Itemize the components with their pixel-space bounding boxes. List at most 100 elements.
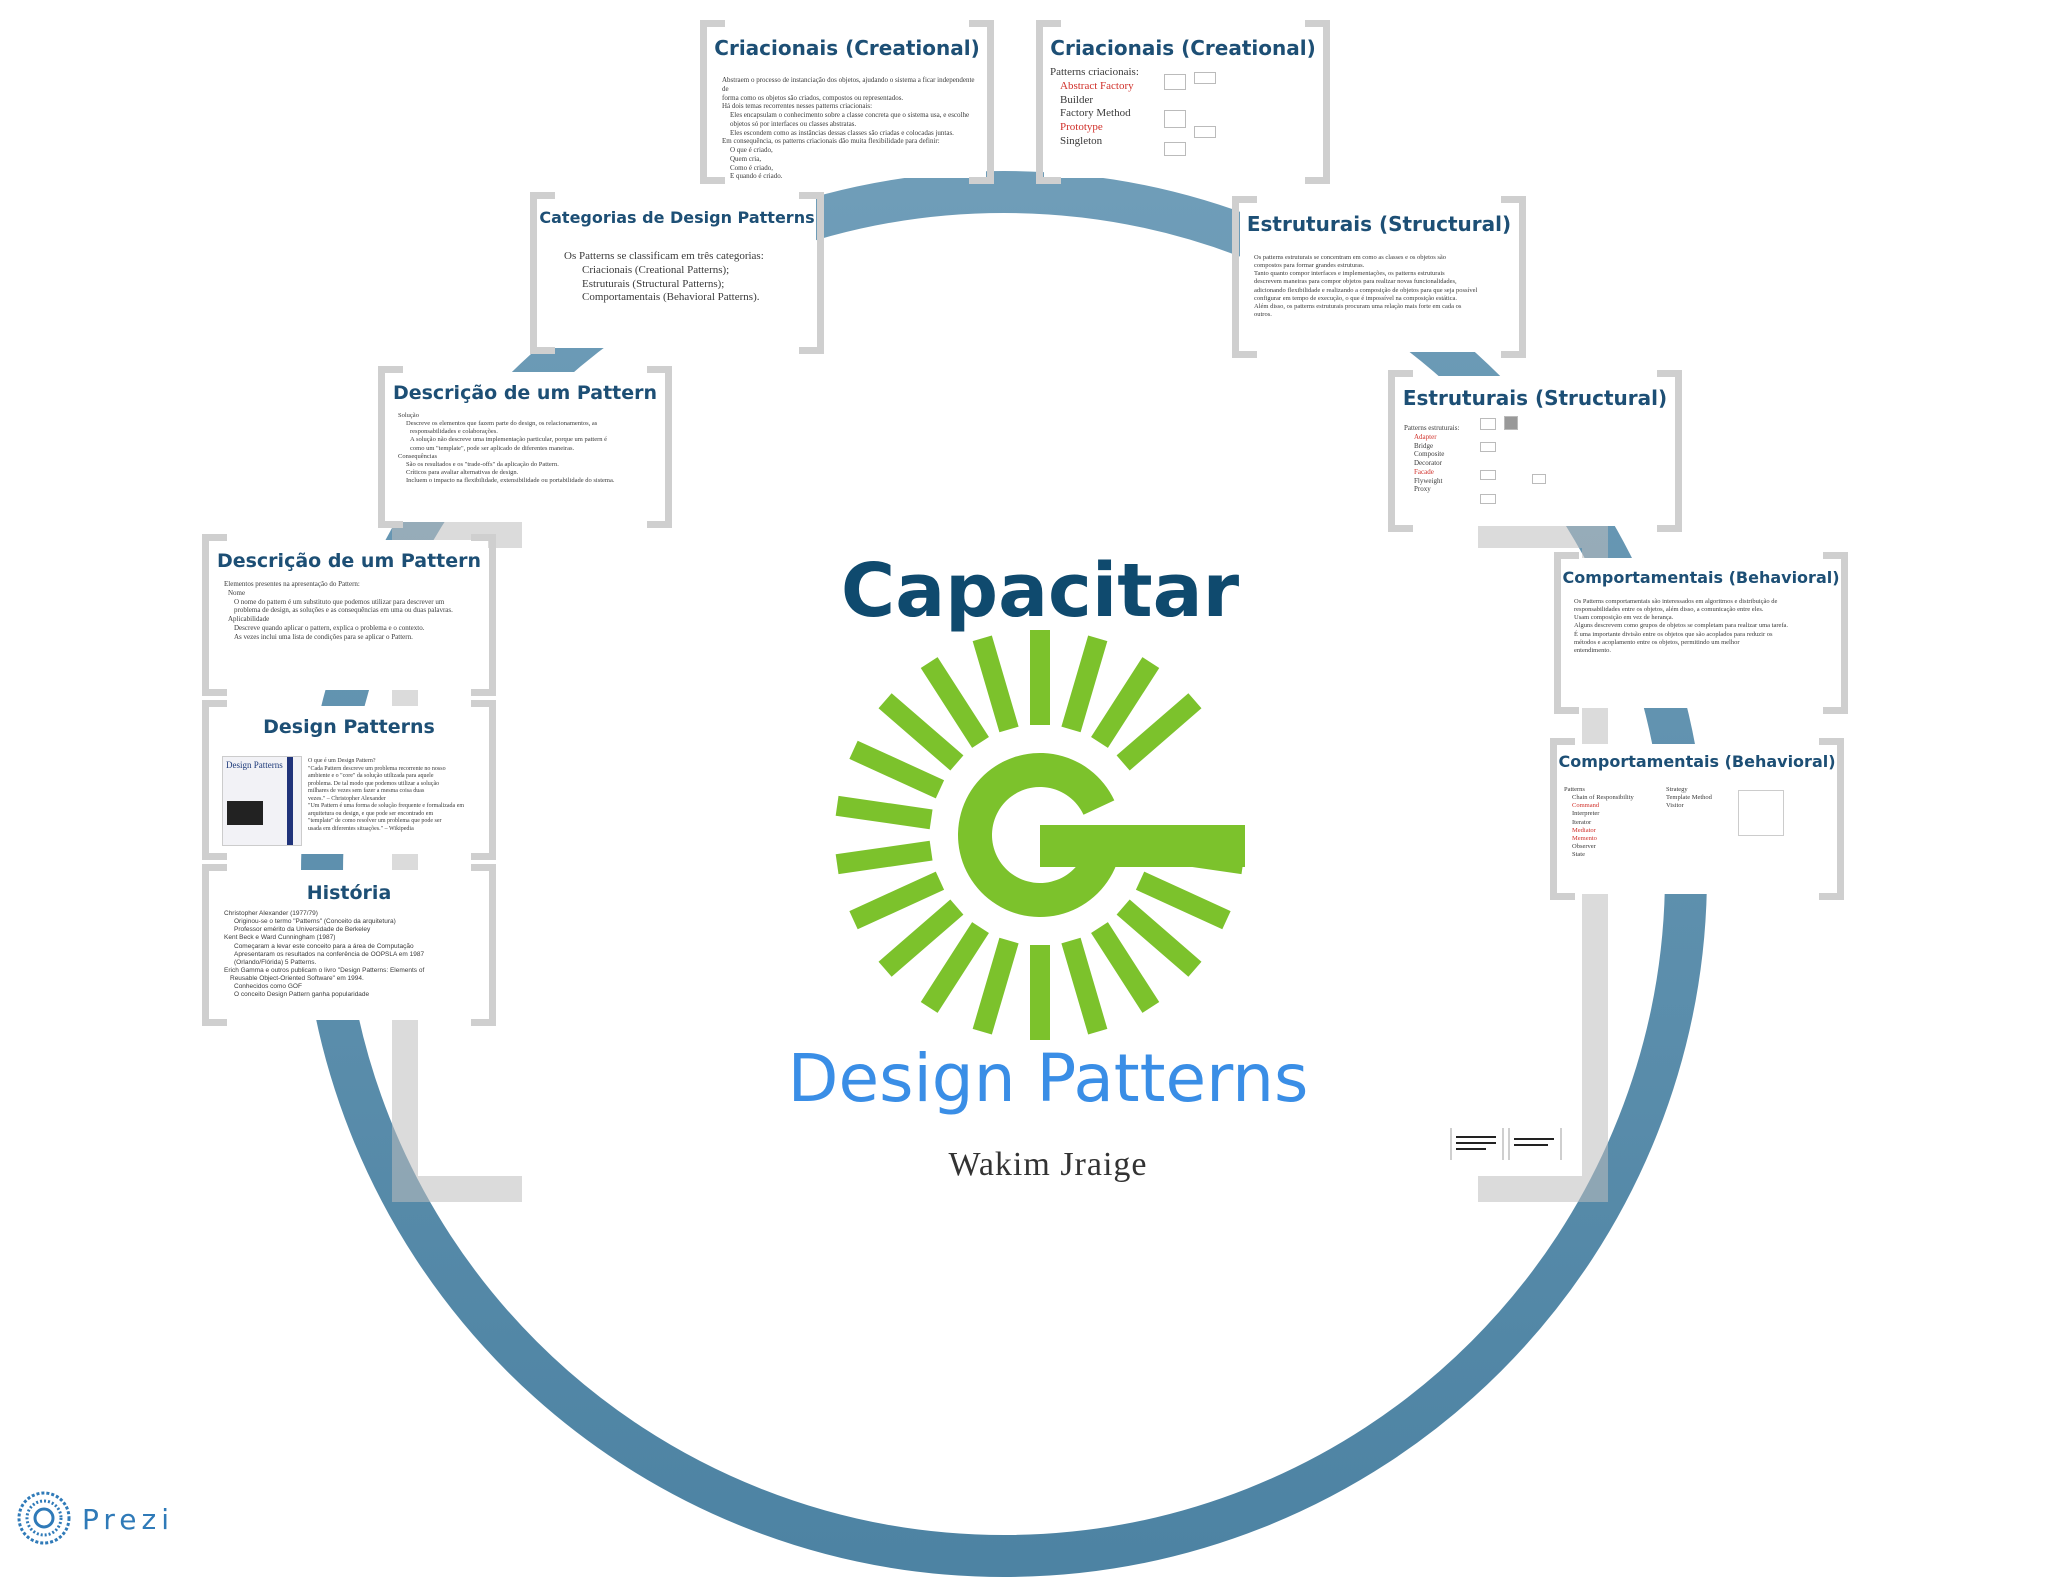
logo-ray (878, 899, 964, 977)
presentation-subtitle: Design Patterns (787, 1040, 1309, 1117)
logo-ray (1116, 899, 1202, 977)
list-item: Prototype (1060, 121, 1103, 133)
capacitar-logo-icon (835, 630, 1245, 1040)
frame-title: Criacionais (Creational) (1050, 36, 1316, 60)
list-item: Adapter (1414, 432, 1437, 441)
frame-comportamentais-text[interactable]: Comportamentais (Behavioral) Os Patterns… (1554, 552, 1848, 714)
list-item: Facade (1414, 467, 1434, 476)
uml-thumbnail (1480, 470, 1496, 480)
list-item: State (1572, 851, 1585, 858)
logo-ray (1061, 937, 1108, 1035)
frame-body: Os patterns estruturais se concentram em… (1254, 254, 1478, 318)
logo-ray (1091, 922, 1160, 1013)
frame-title: Design Patterns (263, 716, 435, 738)
list-item: Estruturais (Structural Patterns); (582, 277, 725, 290)
uml-thumbnail (1194, 72, 1216, 84)
frame-body: Os Patterns se classificam em três categ… (564, 250, 809, 305)
logo-ray (878, 693, 964, 771)
logo-ray (920, 657, 989, 748)
frame-comportamentais-list[interactable]: Comportamentais (Behavioral) Patterns Ch… (1550, 738, 1844, 900)
list-item: Visitor (1666, 802, 1684, 810)
logo-ray (972, 635, 1019, 733)
frame-title: Descrição de um Pattern (392, 382, 658, 404)
uml-thumbnail (1194, 126, 1216, 138)
logo-ray (849, 871, 945, 930)
frame-title: Comportamentais (Behavioral) (1562, 568, 1840, 587)
logo-ray (1030, 630, 1050, 725)
list-item: Iterator (1572, 818, 1592, 826)
frame-descricao-elementos[interactable]: Descrição de um Pattern Elementos presen… (202, 534, 496, 696)
presentation-author: Wakim Jraige (948, 1146, 1148, 1183)
frame-title: Estruturais (Structural) (1402, 386, 1668, 410)
list-item: Chain of Responsibility (1572, 794, 1634, 802)
list-item: Interpreter (1572, 810, 1600, 818)
frame-body: Christopher Alexander (1977/79) Originou… (224, 910, 425, 999)
list-item: Bridge (1414, 441, 1434, 450)
frame-body: Patterns estruturais: Adapter Bridge Com… (1404, 424, 1514, 494)
logo-ray (849, 740, 945, 799)
frame-body: O que é um Design Pattern? "Cada Pattern… (308, 758, 465, 832)
list-item: Flyweight (1414, 476, 1443, 485)
list-item: Command (1572, 802, 1600, 810)
list-item: Template Method (1666, 794, 1712, 802)
logo-ray (835, 840, 933, 875)
uml-thumbnail (1738, 790, 1784, 836)
prezi-logo-icon[interactable] (16, 1490, 72, 1546)
list-item: Builder (1060, 93, 1093, 106)
frame-design-patterns[interactable]: Design Patterns Design Patterns O que é … (202, 700, 496, 860)
logo-ray (1030, 945, 1050, 1040)
uml-thumbnail (1504, 416, 1518, 430)
uml-thumbnail (1480, 442, 1496, 452)
list-item: Strategy (1666, 786, 1688, 793)
frame-historia[interactable]: História Christopher Alexander (1977/79)… (202, 864, 496, 1026)
uml-thumbnail (1480, 494, 1496, 504)
logo-ray (1135, 871, 1231, 930)
mini-slide-thumbnail[interactable] (1450, 1128, 1504, 1160)
uml-thumbnail (1164, 74, 1186, 90)
book-cover-image: Design Patterns (222, 756, 302, 846)
logo-ray (920, 922, 989, 1013)
frame-title: Criacionais (Creational) (714, 36, 980, 60)
frame-categorias[interactable]: Categorias de Design Patterns Os Pattern… (530, 192, 824, 354)
list-item: Criacionais (Creational Patterns); (582, 263, 730, 276)
list-item: Observer (1572, 842, 1596, 850)
list-item: Memento (1572, 834, 1597, 842)
frame-descricao-solucao[interactable]: Descrição de um Pattern Solução Descreve… (378, 366, 672, 528)
frame-title: História (306, 882, 392, 904)
logo-ray (1091, 657, 1160, 748)
list-item: Comportamentais (Behavioral Patterns). (582, 291, 760, 304)
frame-body-right: Strategy Template Method Visitor (1666, 786, 1746, 810)
mini-slide-thumbnail[interactable] (1508, 1128, 1562, 1160)
frame-body: Patterns criacionais: Abstract Factory B… (1050, 66, 1170, 149)
logo-ray (1061, 635, 1108, 733)
frame-title: Categorias de Design Patterns (539, 208, 815, 227)
frame-body: Elementos presentes na apresentação do P… (224, 580, 453, 641)
list-item: Singleton (1060, 134, 1103, 147)
list-item: Proxy (1414, 485, 1431, 494)
list-item: Mediator (1572, 826, 1596, 834)
frame-title: Descrição de um Pattern (216, 550, 482, 572)
list-item: Decorator (1414, 459, 1442, 467)
logo-ray (835, 795, 933, 830)
uml-thumbnail (1532, 474, 1546, 484)
logo-ray (1116, 693, 1202, 771)
presentation-title: Capacitar (840, 548, 1240, 634)
frame-criacionais-text[interactable]: Criacionais (Creational) Abstraem o proc… (700, 20, 994, 184)
frame-body: Patterns Chain of Responsibility Command… (1564, 786, 1664, 859)
list-item: Composite (1414, 450, 1445, 459)
frame-body: Abstraem o processo de instanciação dos … (722, 76, 975, 181)
uml-thumbnail (1480, 418, 1496, 430)
list-item: Factory Method (1060, 107, 1131, 120)
logo-g-arc (958, 753, 1122, 918)
frame-estruturais-text[interactable]: Estruturais (Structural) Os patterns est… (1232, 196, 1526, 358)
frame-body: Solução Descreve os elementos que fazem … (398, 412, 615, 484)
uml-thumbnail (1164, 110, 1186, 128)
frame-estruturais-list[interactable]: Estruturais (Structural) Patterns estrut… (1388, 370, 1682, 532)
frame-title: Estruturais (Structural) (1246, 212, 1512, 236)
frame-body: Os Patterns comportamentais são interess… (1574, 598, 1789, 654)
list-item: Abstract Factory (1060, 79, 1134, 92)
frame-title: Comportamentais (Behavioral) (1558, 752, 1836, 771)
prezi-brand-label[interactable]: Prezi (82, 1503, 174, 1536)
frame-criacionais-list[interactable]: Criacionais (Creational) Patterns criaci… (1036, 20, 1330, 184)
